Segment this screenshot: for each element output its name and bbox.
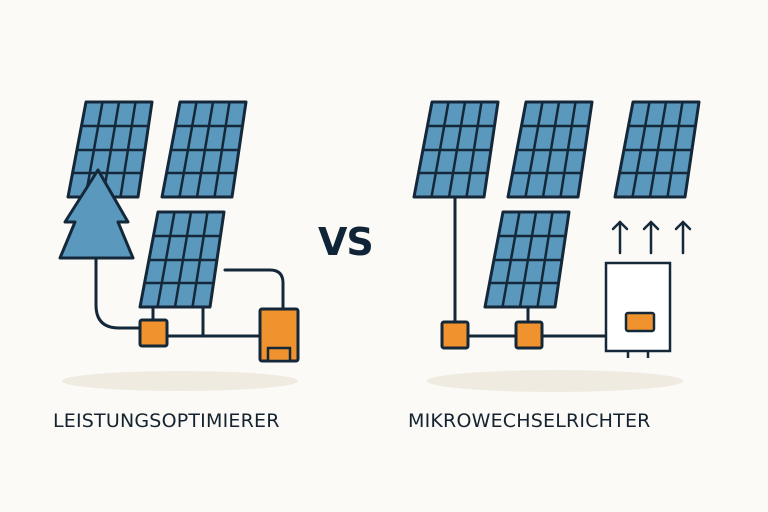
ground-shadow-right (427, 370, 683, 392)
right-diagram (412, 100, 701, 358)
arrow-up-icon (674, 220, 692, 255)
ground-shadow-left (62, 371, 298, 391)
arrow-up-icon (642, 220, 660, 255)
microinverter-box (440, 320, 470, 350)
solar-panel (66, 100, 154, 199)
solar-panel (412, 100, 500, 199)
optimizer-box (138, 318, 169, 348)
grid-box-indicator (624, 311, 656, 333)
solar-panel (506, 100, 594, 199)
solar-panel (613, 100, 701, 199)
tree-icon (58, 168, 135, 260)
right-title: MIKROWECHSELRICHTER (408, 410, 651, 432)
inverter-slot (266, 346, 292, 363)
vs-label: VS (318, 220, 374, 264)
arrow-up-icon (611, 220, 629, 255)
microinverter-box (514, 320, 544, 350)
solar-panel (160, 100, 248, 199)
grid-box (604, 261, 672, 353)
left-diagram (58, 100, 300, 363)
solar-panel (138, 210, 226, 309)
solar-panel (483, 210, 571, 309)
left-title: LEISTUNGSOPTIMIERER (53, 410, 280, 432)
